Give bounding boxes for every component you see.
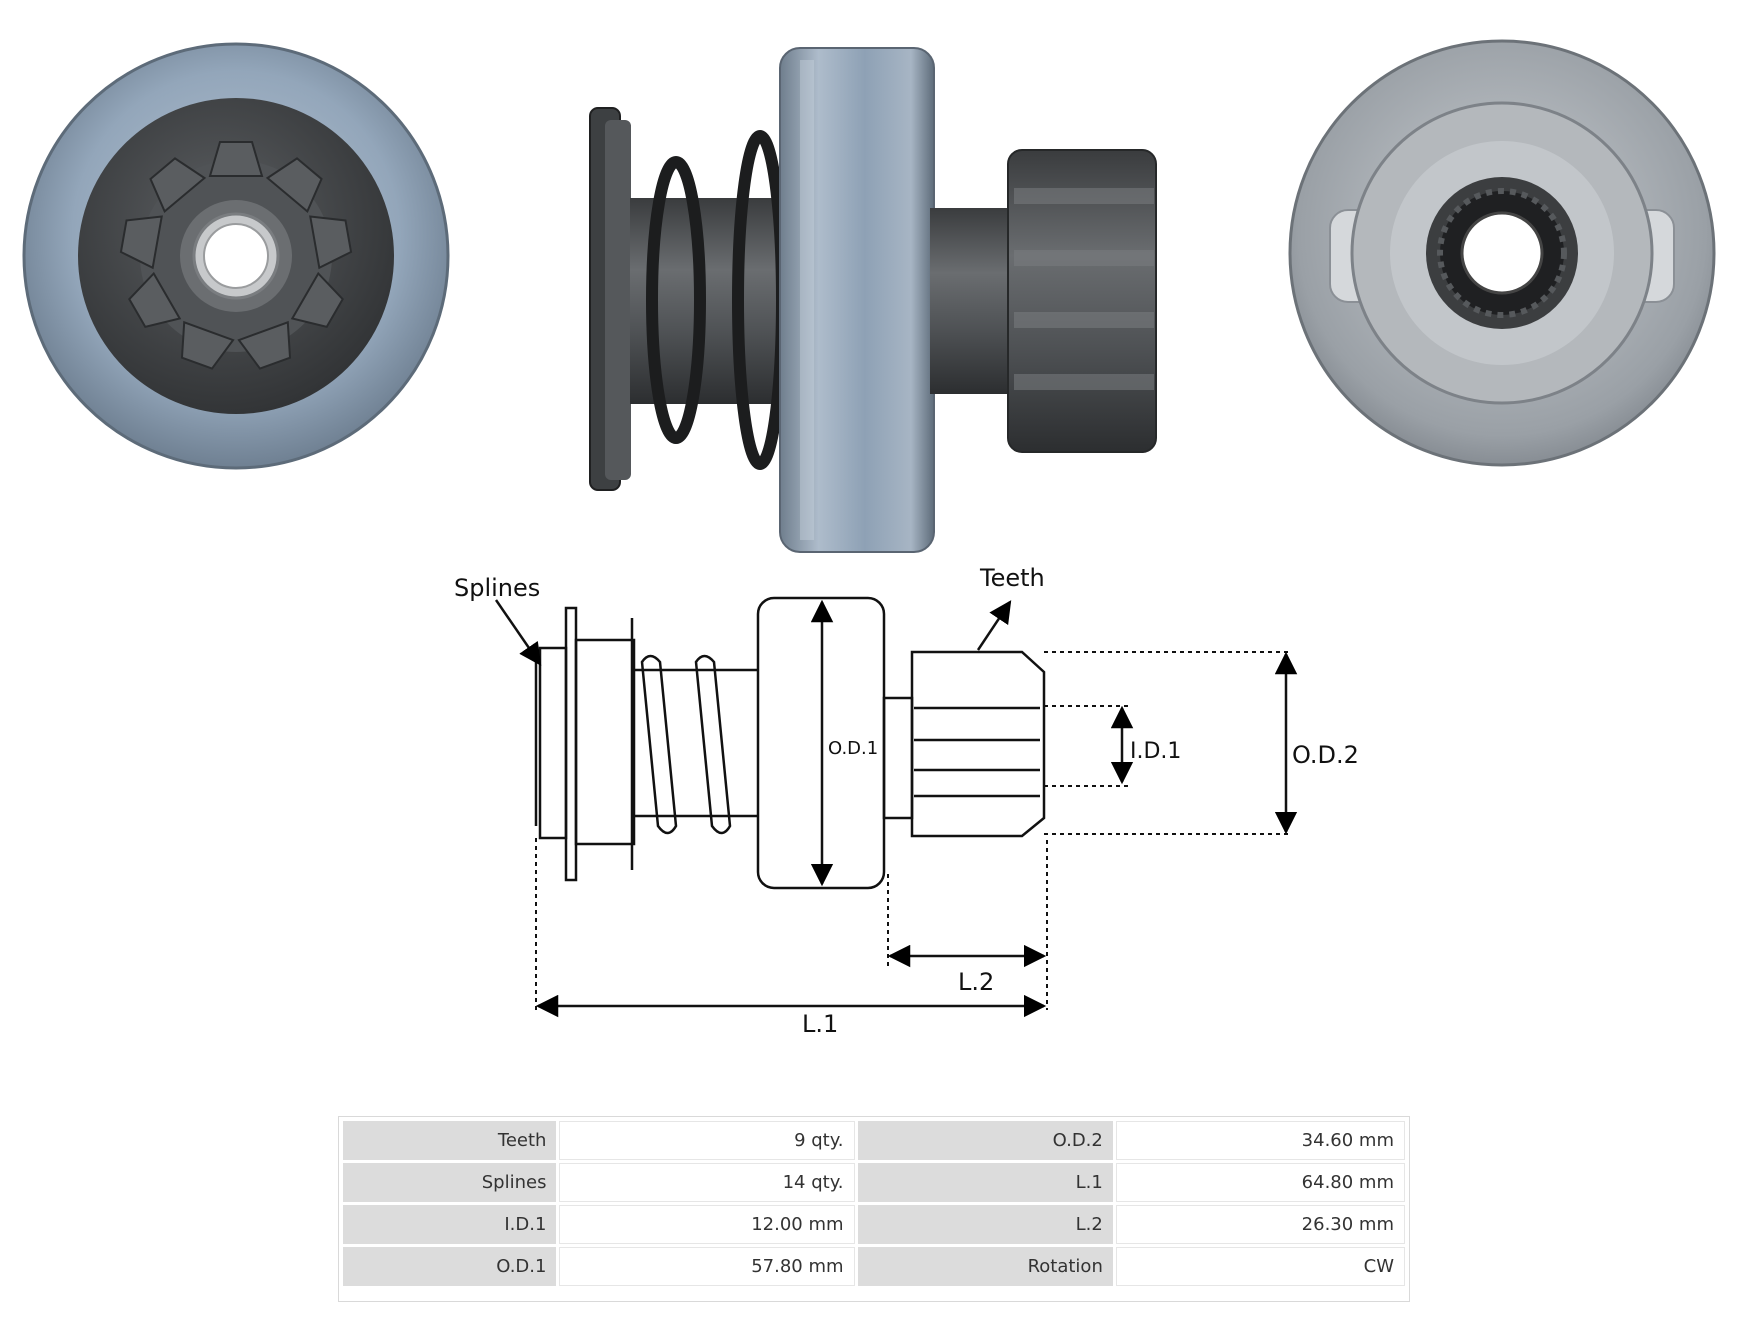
spec-value: CW xyxy=(1115,1247,1405,1286)
l1-label: L.1 xyxy=(802,1010,838,1038)
spec-value: 9 qty. xyxy=(559,1121,855,1160)
spec-table: Teeth 9 qty. O.D.2 34.60 mm Splines 14 q… xyxy=(340,1118,1408,1289)
flange-outline xyxy=(564,606,578,882)
product-photos xyxy=(22,39,1716,553)
spec-label: O.D.2 xyxy=(857,1121,1113,1160)
od1-label: O.D.1 xyxy=(828,738,878,759)
spec-value: 12.00 mm xyxy=(559,1205,855,1244)
spline-end-outline xyxy=(538,646,568,840)
spec-value: 57.80 mm xyxy=(559,1247,855,1286)
od2-label: O.D.2 xyxy=(1292,741,1359,769)
splines-leader xyxy=(494,599,542,666)
spring-coil-2 xyxy=(694,654,732,835)
front-view-photo xyxy=(22,42,450,470)
spec-label: Splines xyxy=(343,1163,557,1202)
spec-table-frame xyxy=(338,1116,1410,1302)
spec-value: 26.30 mm xyxy=(1115,1205,1405,1244)
table-row: Splines 14 qty. L.1 64.80 mm xyxy=(343,1163,1405,1202)
spec-label: L.1 xyxy=(857,1163,1113,1202)
teeth-callout: Teeth xyxy=(979,564,1045,592)
l2-label: L.2 xyxy=(958,968,994,996)
side-view-photo xyxy=(589,47,1157,553)
pinion-gear-face xyxy=(119,141,353,370)
dimension-diagram: Splines Teeth O.D.1 I.D.1 O.D.2 L.2 L.1 xyxy=(454,564,1359,1038)
spec-label: Rotation xyxy=(857,1247,1113,1286)
table-row: Teeth 9 qty. O.D.2 34.60 mm xyxy=(343,1121,1405,1160)
table-row: O.D.1 57.80 mm Rotation CW xyxy=(343,1247,1405,1286)
spec-label: I.D.1 xyxy=(343,1205,557,1244)
spring-coil-1 xyxy=(640,654,678,835)
splines-callout: Splines xyxy=(454,574,540,602)
spec-value: 64.80 mm xyxy=(1115,1163,1405,1202)
spec-label: L.2 xyxy=(857,1205,1113,1244)
teeth-leader xyxy=(976,600,1012,651)
id1-label: I.D.1 xyxy=(1130,739,1181,764)
table-row: I.D.1 12.00 mm L.2 26.30 mm xyxy=(343,1205,1405,1244)
spec-label: O.D.1 xyxy=(343,1247,557,1286)
back-view-photo xyxy=(1288,39,1716,467)
spec-value: 14 qty. xyxy=(559,1163,855,1202)
spec-label: Teeth xyxy=(343,1121,557,1160)
pinion-outline xyxy=(910,650,1046,838)
spec-value: 34.60 mm xyxy=(1115,1121,1405,1160)
